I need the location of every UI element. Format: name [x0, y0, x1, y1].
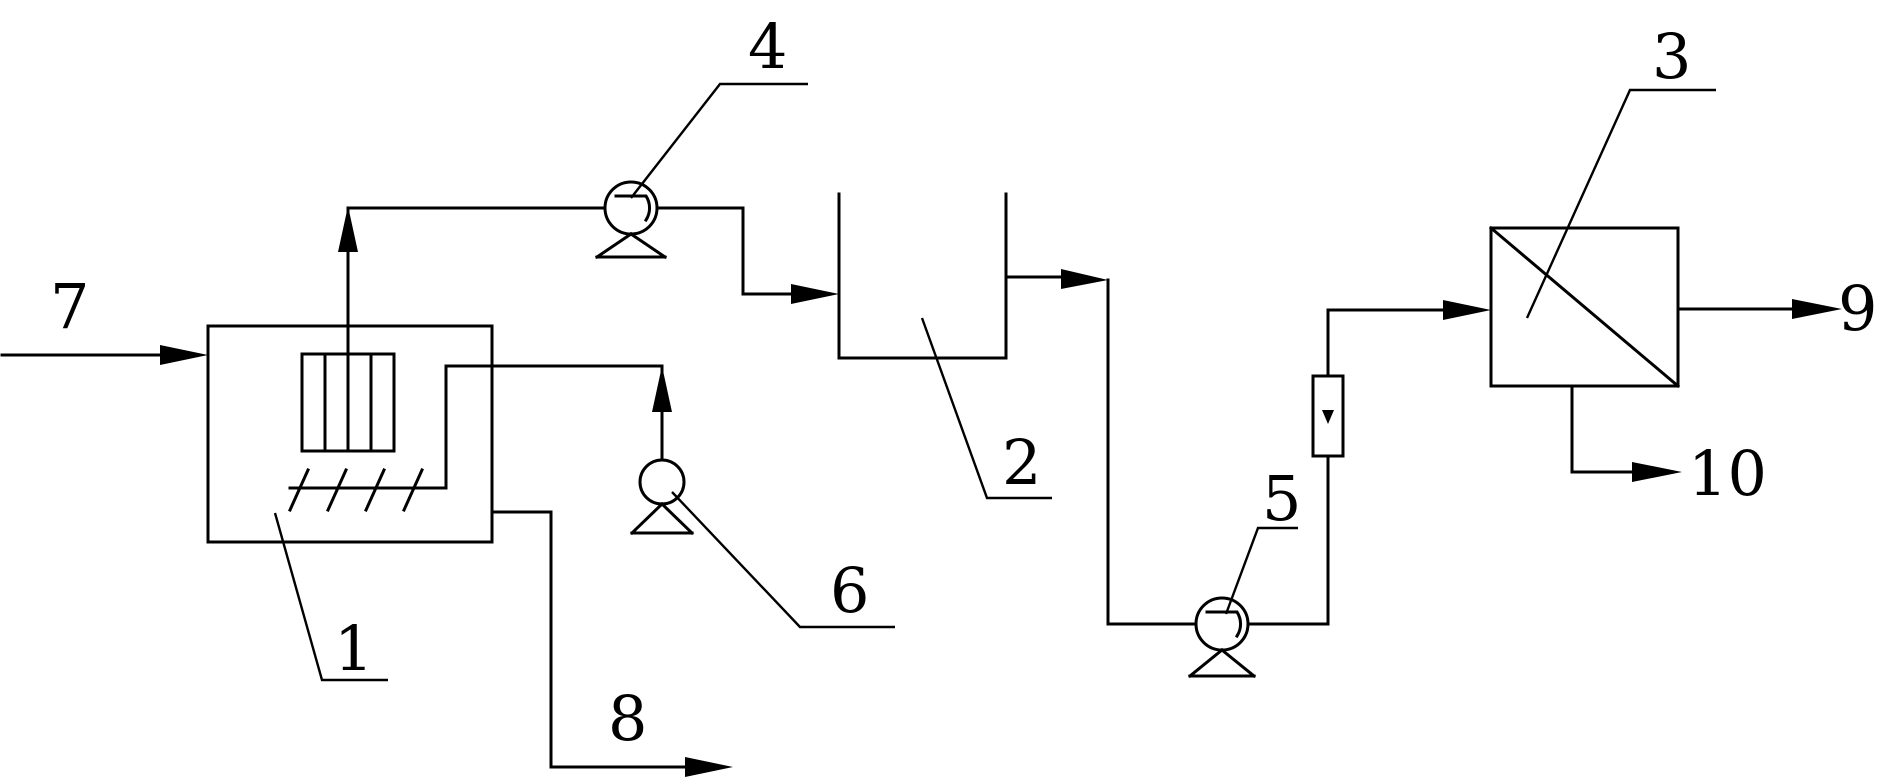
label-5: 5 [1262, 462, 1301, 535]
membrane-unit-3 [1488, 225, 1681, 389]
leader-1 [273, 512, 388, 682]
leader-4 [630, 82, 808, 199]
leader-5 [1224, 526, 1298, 615]
label-4: 4 [748, 10, 787, 83]
leader-6 [671, 491, 895, 629]
outlet-line-10 [1570, 384, 1682, 482]
label-10: 10 [1688, 437, 1767, 510]
outlet-line-9 [1676, 299, 1842, 319]
pump-5 [1187, 596, 1257, 679]
leader-3 [1525, 88, 1716, 319]
leader-2 [920, 317, 1052, 500]
label-6: 6 [830, 554, 869, 627]
leader-lines [273, 82, 1716, 682]
electrode-stack [300, 352, 396, 453]
air-blower-6 [629, 364, 695, 536]
flowmeter [1311, 374, 1345, 458]
label-8: 8 [608, 682, 647, 755]
pump-4 [594, 180, 668, 260]
line-reactor-to-settler [338, 206, 839, 356]
reactor-tank-1 [206, 324, 664, 544]
line-settler-to-pump5 [1004, 269, 1198, 626]
label-7: 7 [50, 270, 89, 343]
label-2: 2 [1002, 426, 1041, 499]
line-pump5-to-membrane [1246, 300, 1491, 626]
outlet-line-8 [490, 510, 733, 777]
settling-tank-2 [837, 192, 1008, 360]
inlet-line-7 [0, 345, 208, 365]
label-9: 9 [1838, 272, 1877, 345]
aerator-diffuser [288, 364, 664, 512]
label-1: 1 [334, 612, 373, 685]
label-3: 3 [1652, 20, 1691, 93]
